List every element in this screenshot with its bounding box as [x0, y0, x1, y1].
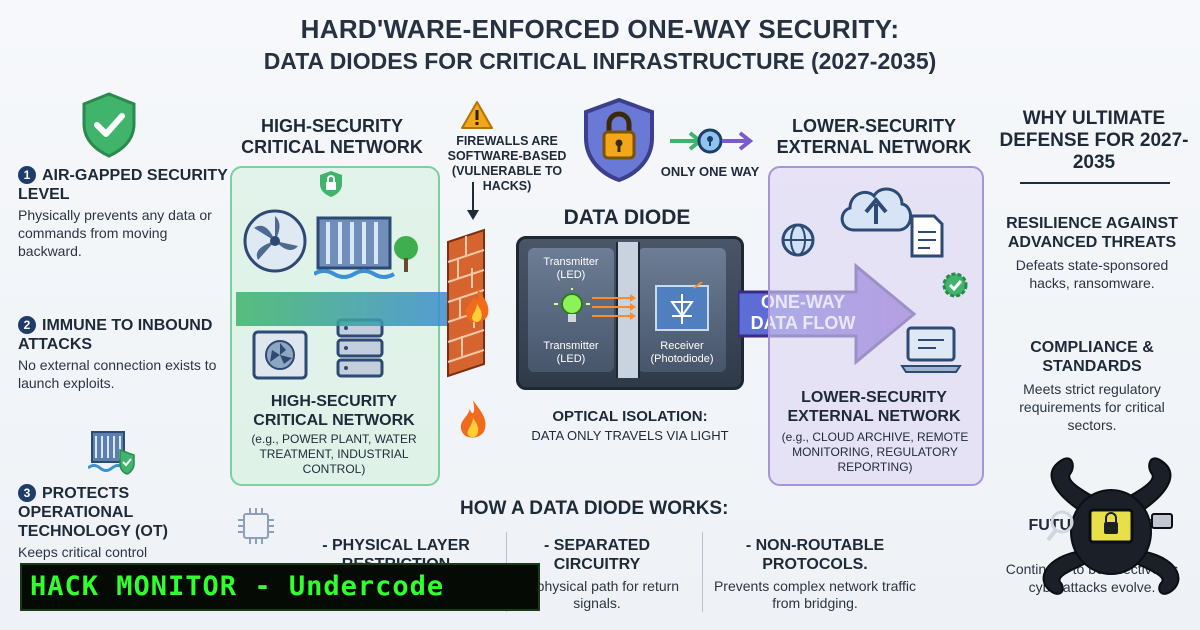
- feature-heading: AIR-GAPPED SECURITY LEVEL: [18, 167, 228, 203]
- one-way-arrow-icon: [670, 128, 754, 154]
- why-item-text: Meets strict regulatory requirements for…: [1019, 381, 1165, 433]
- turbine-icon: [243, 209, 307, 273]
- globe-icon: [781, 223, 815, 257]
- how-it-works-heading: HOW A DATA DIODE WORKS:: [460, 498, 729, 519]
- warning-icon: [461, 101, 493, 129]
- feature-text: No external connection exists to launch …: [18, 357, 217, 391]
- feature-heading: IMMUNE TO INBOUND ATTACKS: [18, 317, 213, 353]
- transmitter-top-label: Transmitter (LED): [543, 256, 599, 281]
- padlock-shield-icon: [584, 98, 654, 182]
- works-item-text: No physical path for return signals.: [514, 578, 680, 611]
- dam-icon: [314, 216, 418, 279]
- why-divider: [1020, 182, 1170, 184]
- firewall-note: FIREWALLS ARE SOFTWARE-BASED (VULNERABLE…: [447, 134, 567, 193]
- data-diode-title: DATA DIODE: [563, 206, 691, 229]
- banner-text: HACK MONITOR - Undercode: [30, 571, 445, 602]
- lock-shield-icon: [320, 171, 342, 197]
- why-item-heading: COMPLIANCE & STANDARDS: [1030, 339, 1154, 375]
- works-item-text: Prevents complex network traffic from br…: [713, 578, 917, 611]
- feature-number: 1: [18, 166, 36, 184]
- led-bulb-icon: [554, 288, 590, 322]
- document-icon: [910, 214, 944, 258]
- why-item-text: Defeats state-sponsored hacks, ransomwar…: [1015, 257, 1169, 291]
- feature-text: Keeps critical control: [18, 544, 148, 560]
- feature-heading: PROTECTS OPERATIONAL TECHNOLOGY (OT): [18, 485, 168, 540]
- page-subtitle: DATA DIODES FOR CRITICAL INFRASTRUCTURE …: [263, 48, 937, 74]
- shield-check-icon: [82, 92, 136, 158]
- lower-security-label: LOWER-SECURITY EXTERNAL NETWORK: [787, 389, 961, 425]
- down-arrow-icon: [467, 182, 479, 220]
- why-heading: WHY ULTIMATE DEFENSE FOR 2027-2035: [999, 108, 1189, 173]
- gear-check-icon: [942, 272, 968, 298]
- works-item-heading: - SEPARATED CIRCUITRY: [543, 537, 651, 573]
- feature-number: 3: [18, 484, 36, 502]
- only-one-way-label: ONLY ONE WAY: [660, 164, 760, 179]
- optical-isolation-heading: OPTICAL ISOLATION:: [552, 408, 708, 425]
- dam-shield-icon: [88, 431, 135, 475]
- page-title: HARD'WARE-ENFORCED ONE-WAY SECURITY:: [300, 14, 900, 44]
- high-security-examples: (e.g., POWER PLANT, WATER TREATMENT, IND…: [251, 432, 417, 476]
- firewall-icon: [447, 228, 485, 378]
- feature-number: 2: [18, 316, 36, 334]
- why-item-heading: RESILIENCE AGAINST ADVANCED THREATS: [1006, 215, 1178, 251]
- laptop-icon: [900, 326, 962, 373]
- light-beam-icon: [592, 294, 636, 320]
- fire-icon: [460, 400, 486, 438]
- works-item-heading: - NON-ROUTABLE PROTOCOLS.: [745, 537, 885, 573]
- hack-monitor-banner: HACK MONITOR - Undercode: [20, 563, 540, 611]
- works-divider: [702, 532, 703, 612]
- receiver-label: Receiver (Photodiode): [650, 340, 714, 365]
- cooling-tower-icon: [252, 330, 308, 380]
- data-flow-band: [236, 292, 456, 326]
- cloud-upload-icon: [840, 187, 912, 232]
- chip-icon: [238, 508, 274, 544]
- lower-security-examples: (e.g., CLOUD ARCHIVE, REMOTE MONITORING,…: [781, 430, 969, 474]
- fire-icon: [465, 288, 489, 323]
- server-rack-icon: [336, 318, 384, 378]
- photodiode-icon: [655, 281, 709, 331]
- feature-text: Physically prevents any data or commands…: [18, 207, 212, 259]
- hacker-octopus-logo: [1042, 457, 1180, 595]
- high-security-header: HIGH-SECURITY CRITICAL NETWORK: [241, 116, 423, 157]
- optical-isolation-text: DATA ONLY TRAVELS VIA LIGHT: [531, 428, 729, 443]
- optical-gap: [616, 242, 640, 378]
- transmitter-bottom-label: Transmitter (LED): [543, 340, 599, 365]
- lower-security-header: LOWER-SECURITY EXTERNAL NETWORK: [776, 116, 972, 157]
- high-security-label: HIGH-SECURITY CRITICAL NETWORK: [253, 393, 415, 429]
